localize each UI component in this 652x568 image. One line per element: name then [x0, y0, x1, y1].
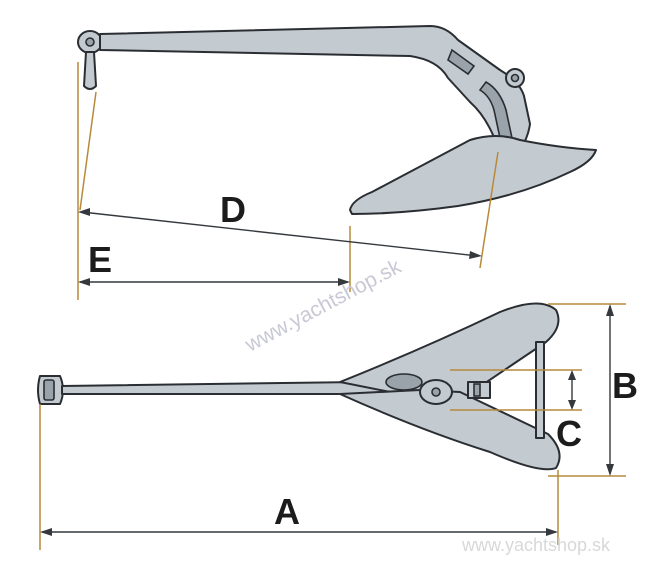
anchor-top-view — [37, 302, 561, 471]
dimension-d: D — [78, 189, 482, 259]
extension-lines — [39, 62, 626, 550]
dimension-c: C — [556, 370, 582, 454]
watermark-center: www.yachtshop.sk — [241, 255, 406, 357]
label-a: A — [274, 491, 300, 532]
label-e: E — [88, 239, 112, 280]
label-b: B — [612, 365, 638, 406]
watermark-corner: www.yachtshop.sk — [461, 535, 611, 555]
anchor-side-view — [77, 25, 597, 215]
lower-fluke — [339, 389, 561, 471]
dimension-e: E — [78, 239, 350, 286]
dimension-a: A — [40, 491, 558, 536]
anchor-fluke — [349, 135, 597, 215]
anchor-shank — [99, 25, 531, 151]
shackle-pin — [83, 51, 97, 90]
label-d: D — [220, 189, 246, 230]
label-c: C — [556, 413, 582, 454]
crossbar — [535, 341, 545, 439]
dimension-b: B — [606, 304, 638, 476]
